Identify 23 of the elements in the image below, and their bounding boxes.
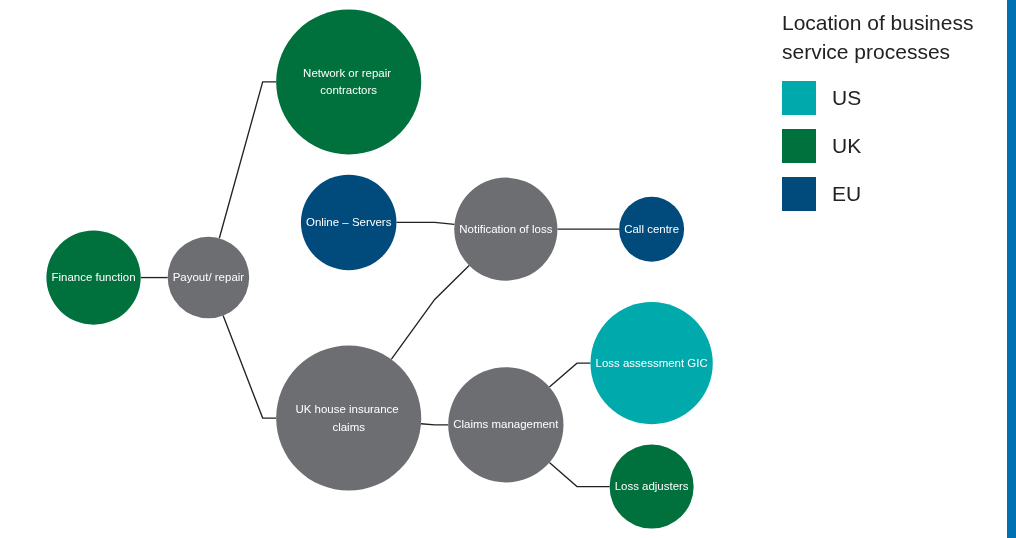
connector — [396, 221, 456, 225]
node-circle: Call centre — [619, 196, 685, 262]
node-circle: Online – Servers — [301, 174, 397, 271]
node-circle: Payout/ repair — [168, 236, 250, 319]
node-circle: Finance function — [46, 230, 142, 325]
connector — [549, 362, 592, 388]
node-circle: Loss adjusters — [610, 444, 695, 529]
connector — [549, 461, 611, 488]
node-circle: Loss assessment GIC — [590, 302, 714, 425]
connector — [140, 276, 169, 279]
node-circle: Claims management — [448, 367, 564, 483]
legend-heading: Location of business service processes — [782, 10, 975, 66]
connector — [420, 423, 450, 426]
connector — [391, 264, 471, 361]
connector — [222, 314, 278, 419]
legend-label: US — [832, 85, 862, 110]
node-circle: Network or repair contractors — [276, 9, 422, 155]
connector — [219, 81, 278, 239]
node-circle: UK house insurance claims — [276, 345, 422, 491]
legend-label: EU — [832, 181, 862, 206]
legend-label: UK — [832, 133, 862, 158]
connector — [557, 228, 621, 230]
node-circle: Notification of loss — [454, 177, 558, 281]
